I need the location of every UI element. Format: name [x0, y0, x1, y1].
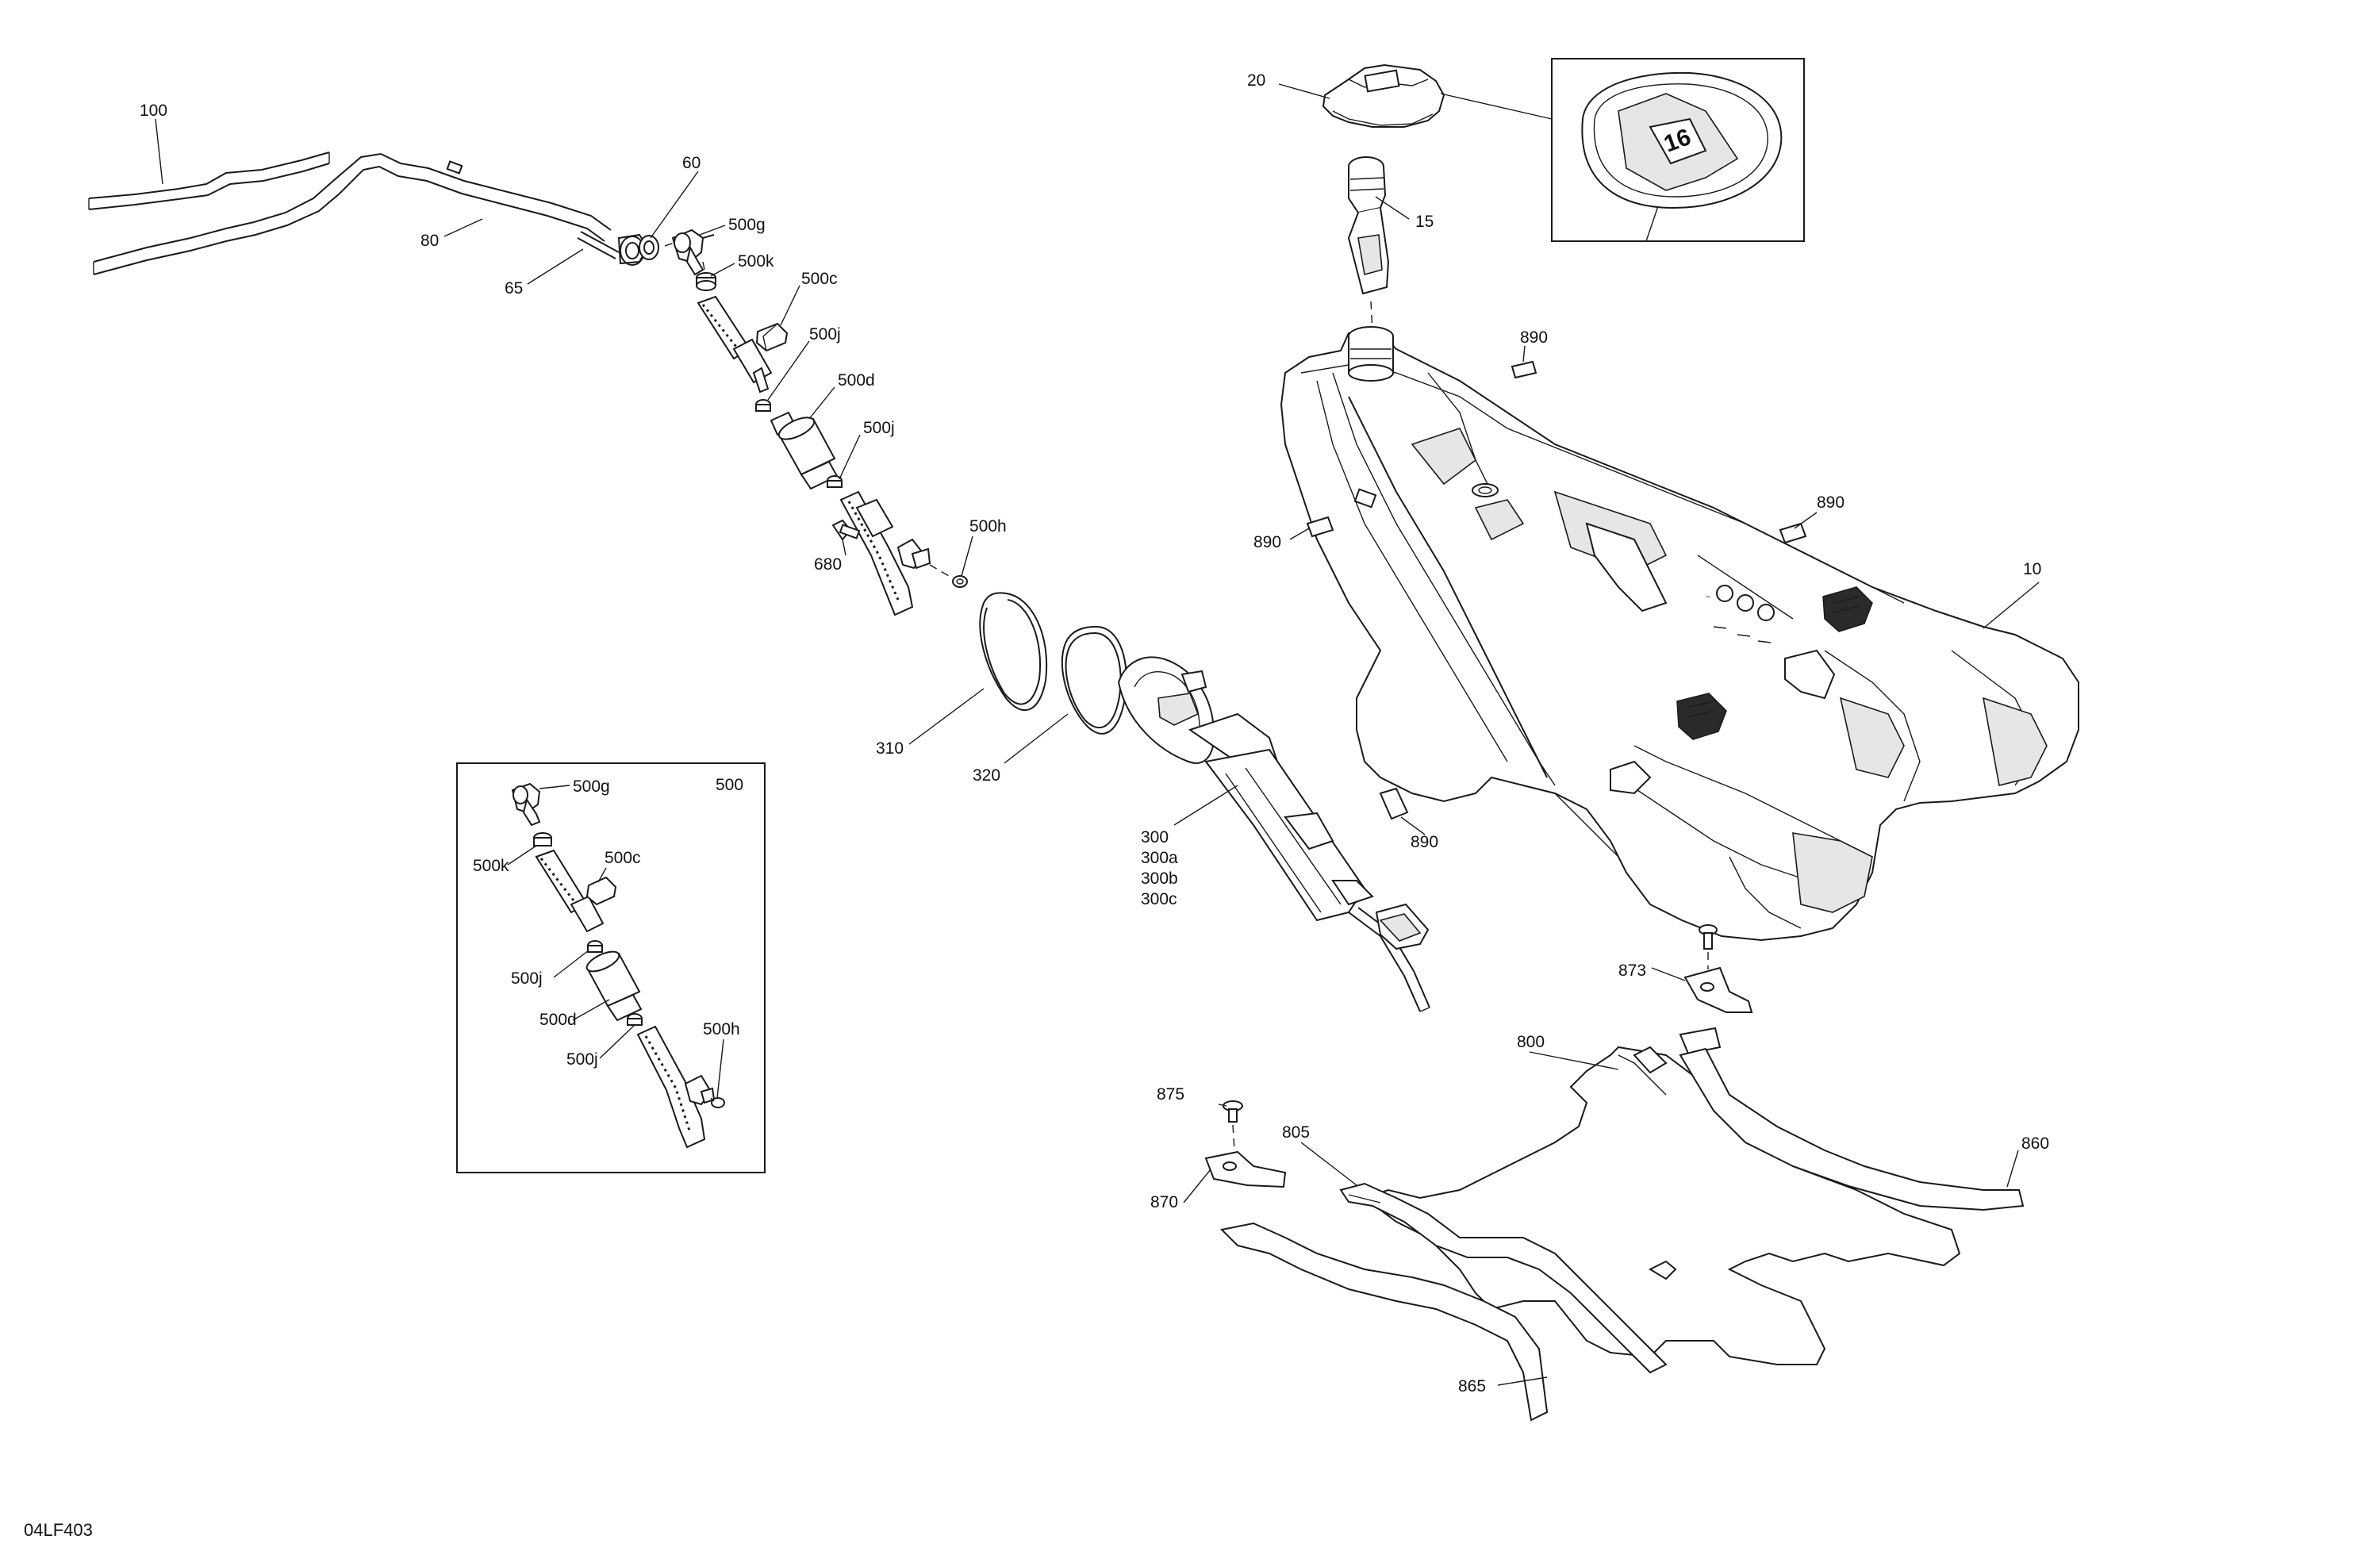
- label-870: 870: [1150, 1193, 1178, 1211]
- label-500h: 500h: [969, 517, 1007, 536]
- label-500j-b: 500j: [863, 419, 895, 437]
- label-500d: 500d: [838, 371, 875, 390]
- bumper-890-b: [1306, 516, 1334, 538]
- label-500k: 500k: [738, 252, 774, 271]
- axis-neck: [1370, 301, 1373, 332]
- bracket-870: [1204, 1150, 1287, 1188]
- label-300c: 300c: [1141, 890, 1177, 908]
- label-300a: 300a: [1141, 849, 1178, 867]
- axis-875: [1232, 1124, 1235, 1151]
- valve: [896, 538, 931, 570]
- axis-valve: [929, 564, 950, 577]
- inset-title: 500: [716, 776, 743, 794]
- label-300b: 300b: [1141, 869, 1178, 888]
- axis-500g: [702, 261, 705, 271]
- label-890-b: 890: [1253, 533, 1281, 551]
- part-labels: 100 80 65 60 500g 500k 500c 500j 500d 50…: [24, 71, 2049, 1540]
- label-500j-a: 500j: [809, 325, 841, 344]
- inset-label-500g: 500g: [573, 777, 610, 796]
- bolt-680: [831, 519, 861, 541]
- elbow-500g: [671, 228, 715, 276]
- strap-860: [1679, 1047, 2025, 1211]
- screw-875: [1223, 1100, 1243, 1123]
- label-875: 875: [1157, 1085, 1184, 1104]
- fuel-cap-20: [1322, 63, 1445, 128]
- label-60: 60: [682, 154, 701, 172]
- label-300: 300: [1141, 828, 1169, 846]
- inset-label-500d: 500d: [539, 1011, 577, 1029]
- hose-corrugated: [839, 490, 914, 616]
- inset-label-500j-b: 500j: [566, 1050, 598, 1069]
- seal-ring-320: [1061, 625, 1127, 735]
- svg-text:~: ~: [1706, 593, 1710, 602]
- inset-label-500h: 500h: [703, 1020, 740, 1038]
- fuel-line-80: [93, 152, 612, 275]
- inset-500: [456, 762, 766, 1173]
- strap-865: [1219, 1222, 1549, 1422]
- inset-label-500k: 500k: [473, 857, 509, 875]
- drawing-code: 04LF403: [24, 1520, 93, 1540]
- fuel-line-100: [88, 152, 330, 210]
- clamp-60: [617, 233, 659, 266]
- label-15: 15: [1415, 213, 1434, 231]
- ring-500j-a: [755, 399, 771, 412]
- filler-neck-15: [1347, 156, 1390, 295]
- lock-ring-310: [979, 592, 1048, 712]
- label-860: 860: [2021, 1134, 2049, 1153]
- leader-lines: [155, 83, 2040, 1386]
- fuel-tank-10: ~: [1280, 326, 2079, 942]
- label-800: 800: [1517, 1033, 1545, 1051]
- label-500c: 500c: [801, 270, 838, 288]
- label-873: 873: [1618, 962, 1646, 980]
- label-500g: 500g: [728, 216, 766, 234]
- bumper-890-a: [1511, 360, 1537, 379]
- label-100: 100: [140, 102, 167, 120]
- label-10: 10: [2023, 560, 2041, 578]
- label-65: 65: [505, 279, 523, 298]
- axis-60: [664, 242, 675, 247]
- bracket-873: [1679, 966, 1753, 1055]
- label-320: 320: [973, 766, 1000, 785]
- label-865: 865: [1458, 1377, 1486, 1395]
- ring-500j-b: [827, 475, 843, 488]
- strap-805: [1339, 1182, 1668, 1374]
- label-80: 80: [420, 232, 439, 250]
- screw-873: [1699, 924, 1718, 950]
- label-805: 805: [1282, 1123, 1310, 1142]
- inset-label-500j-a: 500j: [511, 969, 543, 988]
- bumper-890-c: [1779, 522, 1807, 544]
- hose-500: [697, 295, 773, 393]
- heat-shield-800: [1362, 1046, 1961, 1365]
- label-890-a: 890: [1520, 328, 1548, 347]
- connector-65: [577, 231, 620, 259]
- filter-500d: [770, 411, 839, 490]
- bumper-890-d: [1379, 787, 1409, 820]
- cap-detail-inset: 16: [1440, 58, 1805, 242]
- washer-500h: [952, 575, 968, 588]
- label-310: 310: [876, 739, 904, 758]
- ring-500k: [696, 272, 716, 291]
- label-680: 680: [814, 555, 842, 574]
- label-890-c: 890: [1817, 493, 1844, 512]
- inset-label-500c: 500c: [605, 849, 641, 867]
- fuel-pump-300: [1117, 656, 1430, 1012]
- label-20: 20: [1247, 71, 1265, 90]
- label-890-d: 890: [1411, 833, 1438, 851]
- clamp-500c: [755, 322, 789, 352]
